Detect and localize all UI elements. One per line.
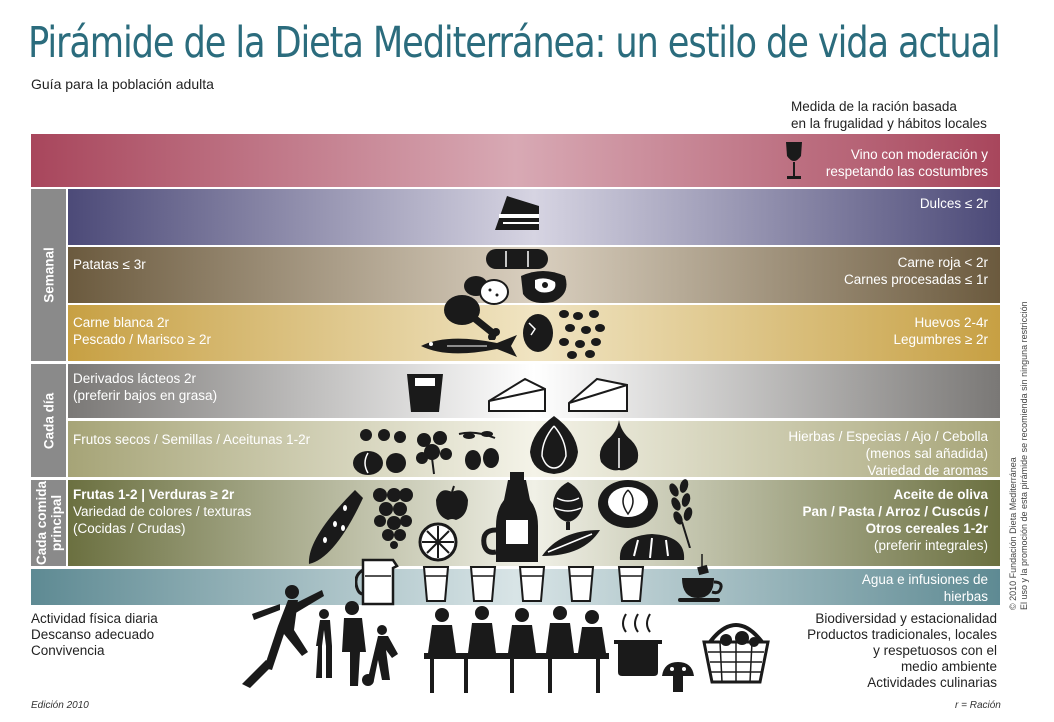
band-water: Agua e infusiones de hierbas	[31, 569, 1000, 605]
meat-label: Carne roja < 2r Carnes procesadas ≤ 1r	[844, 255, 988, 287]
watermelon-icon	[308, 490, 363, 564]
cheese-icon	[488, 377, 546, 412]
water-glass-icon	[469, 566, 497, 602]
cheese-wedge-icon	[568, 377, 628, 412]
copyright-note: © 2010 Fundación Dieta Mediterránea El u…	[1008, 301, 1029, 610]
olives-icon	[458, 431, 499, 470]
onion-icon	[530, 416, 578, 474]
poultry-fish-label: Carne blanca 2r Pescado / Marisco ≥ 2r	[73, 315, 211, 347]
water-glass-icon	[567, 566, 595, 602]
fruits-vegetables-label: Frutas 1-2 | Verduras ≥ 2r Variedad de c…	[73, 487, 252, 536]
lifestyle-left-list: Actividad física diaria Descanso adecuad…	[31, 611, 158, 658]
herbs-label: Hierbas / Especias / Ajo / Cebolla (meno…	[788, 429, 988, 478]
bread-icon	[619, 534, 685, 560]
apple-icon	[436, 485, 468, 520]
nuts-label: Frutos secos / Semillas / Aceitunas 1-2r	[73, 432, 311, 447]
water-glass-icon	[422, 566, 450, 602]
side-main-meal-text: Cada comida principal	[33, 480, 64, 566]
eggs-legumes-label: Huevos 2-4r Legumbres ≥ 2r	[893, 315, 988, 347]
page-subtitle: Guía para la población adulta	[31, 76, 214, 92]
mushroom-icon	[662, 662, 694, 692]
garlic-icon	[599, 420, 639, 471]
side-main-meal: Cada comida principal	[31, 480, 66, 566]
wine-label: Vino con moderación y respetando las cos…	[825, 147, 988, 179]
grapes-icon	[373, 488, 413, 549]
sweets-label: Dulces ≤ 2r	[919, 196, 988, 211]
cake-icon	[495, 196, 539, 230]
dining-people-icon	[424, 606, 609, 693]
cabbage-icon	[598, 480, 658, 528]
nuts-icon	[353, 429, 406, 475]
yogurt-icon	[407, 374, 443, 412]
edition-label: Edición 2010	[31, 700, 89, 711]
pitcher-icon	[355, 558, 399, 606]
water-glass-icon	[518, 566, 546, 602]
orange-icon	[418, 522, 458, 562]
oil-cereals-label: Aceite de oliva Pan / Pasta / Arroz / Cu…	[802, 487, 988, 553]
band-wine: Vino con moderación y respetando las cos…	[31, 134, 1000, 187]
serving-legend: r = Ración	[955, 700, 1001, 711]
basket-icon	[702, 623, 770, 684]
beans-icon	[559, 310, 605, 359]
water-glass-icon	[617, 566, 645, 602]
water-label: Agua e infusiones de hierbas	[861, 572, 988, 604]
potatoes-icon	[464, 276, 509, 305]
dairy-label: Derivados lácteos 2r (preferir bajos en …	[73, 371, 218, 403]
oil-bottle-icon	[481, 472, 538, 562]
fish-icon	[421, 335, 517, 357]
leaf-vegetable-icon	[542, 530, 600, 556]
tea-cup-icon	[678, 554, 723, 602]
lifestyle-right-list: Biodiversidad y estacionalidad Productos…	[807, 611, 997, 690]
chicken-leg-icon	[444, 295, 500, 340]
band-poultry: Carne blanca 2r Pescado / Marisco ≥ 2r H…	[68, 305, 1000, 361]
cooking-pot-icon	[614, 613, 662, 676]
artichoke-icon	[553, 482, 583, 530]
steak-icon	[521, 271, 567, 303]
potatoes-label: Patatas ≤ 3r	[73, 257, 146, 272]
serving-measure-note: Medida de la ración basada en la frugali…	[791, 99, 987, 131]
page-title: Pirámide de la Dieta Mediterránea: un es…	[28, 18, 1001, 68]
running-family-icon	[242, 585, 398, 688]
parsley-icon	[416, 431, 452, 475]
sausage-icon	[486, 249, 548, 269]
side-daily: Cada día	[31, 364, 66, 477]
wheat-icon	[669, 479, 693, 548]
side-weekly: Semanal	[31, 189, 66, 361]
wine-glass-icon	[786, 142, 802, 179]
egg-icon	[523, 314, 553, 352]
